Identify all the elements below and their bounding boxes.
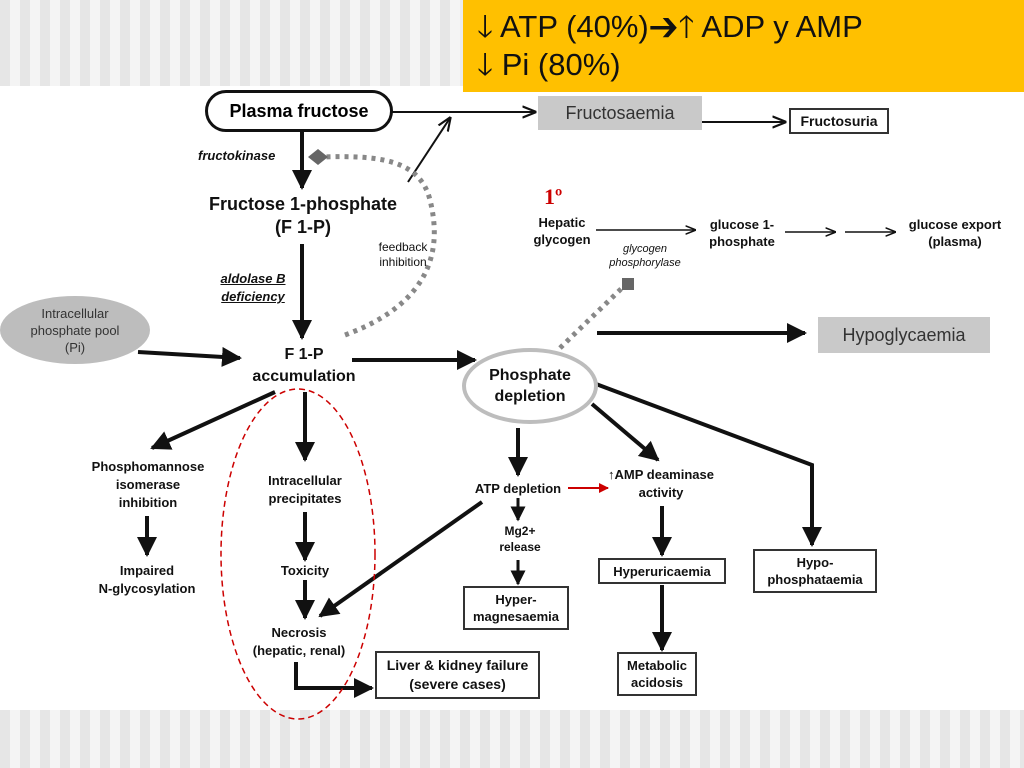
arrow-to-amp-deaminase — [590, 402, 660, 462]
node-metabolic-acidosis: Metabolic acidosis — [617, 652, 697, 696]
node-hypermagnesaemia: Hyper- magnesaemia — [463, 586, 569, 630]
node-hyperuricaemia: Hyperuricaemia — [598, 558, 726, 584]
node-mg2-release: Mg2+ release — [499, 524, 541, 554]
node-fructosaemia: Fructosaemia — [538, 96, 702, 130]
node-toxicity: Toxicity — [280, 563, 330, 578]
node-f1p-accumulation: F 1-P accumulation — [252, 346, 356, 385]
node-phosphate-depletion: Phosphate depletion — [462, 348, 598, 424]
label-glycogen-phosphorylase: glycogen phosphorylase — [609, 243, 681, 269]
arrow-pool-to-accumulation — [137, 346, 242, 367]
node-fructosaemia-label: Fructosaemia — [565, 102, 675, 123]
node-plasma-fructose: Plasma fructose — [205, 90, 393, 132]
dotted-depletion-to-phosphorylase — [558, 286, 624, 350]
feedback-inhibition-diamond — [308, 149, 328, 165]
feedback-inhibition-curve — [321, 154, 437, 338]
node-hypophosphataemia: Hypo- phosphataemia — [753, 549, 877, 593]
title-line-2: 🡓 Pi (80%) — [477, 47, 621, 82]
node-plasma-fructose-label: Plasma fructose — [229, 100, 369, 121]
node-hyperuricaemia-label: Hyperuricaemia — [613, 563, 711, 579]
arrow-to-phosphomannose — [150, 390, 276, 450]
node-hypoglycaemia: Hypoglycaemia — [818, 317, 990, 353]
node-impaired-n-glycosylation: Impaired N-glycosylation — [98, 563, 196, 596]
background-stripes-bottom — [0, 710, 1024, 768]
node-intracellular-phosphate-pool: Intracellular phosphate pool (Pi) — [0, 296, 150, 364]
node-hepatic-glycogen: Hepatic glycogen — [533, 215, 591, 247]
title-banner: 🡓 ATP (40%)➔🡑 ADP y AMP 🡓 Pi (80%) — [463, 0, 1024, 92]
node-glucose-export: glucose export (plasma) — [908, 217, 1002, 249]
node-atp-depletion: ATP depletion — [474, 481, 562, 496]
node-fructose-1-phosphate: Fructose 1-phosphate (F 1-P) — [208, 194, 398, 237]
label-fructokinase: fructokinase — [198, 148, 276, 163]
arrow-to-hypophosphataemia — [595, 382, 822, 547]
marker-first: 1º — [544, 184, 563, 209]
label-aldolase-b-deficiency: aldolase B deficiency — [220, 271, 286, 304]
node-glucose-1-phosphate: glucose 1- phosphate — [709, 217, 775, 249]
title-line-1: 🡓 ATP (40%)➔🡑 ADP y AMP — [477, 9, 863, 44]
highlight-ellipse — [220, 388, 376, 720]
arrow-to-liver-failure — [294, 662, 374, 698]
node-amp-deaminase-activity: ↑AMP deaminase activity — [608, 467, 714, 500]
node-fructosuria-label: Fructosuria — [800, 113, 878, 129]
node-hypoglycaemia-label: Hypoglycaemia — [842, 324, 966, 345]
label-feedback-inhibition: feedback inhibition — [378, 240, 428, 269]
arrow-atp-to-necrosis — [318, 500, 484, 618]
phosphorylase-square — [622, 278, 634, 290]
node-phosphomannose-isomerase-inhibition: Phosphomannose isomerase inhibition — [91, 459, 205, 510]
node-fructosuria: Fructosuria — [789, 108, 889, 134]
node-intracellular-precipitates: Intracellular precipitates — [268, 473, 342, 506]
node-liver-kidney-failure: Liver & kidney failure (severe cases) — [375, 651, 540, 699]
node-necrosis: Necrosis (hepatic, renal) — [252, 625, 346, 658]
background-stripes-top — [0, 0, 460, 86]
